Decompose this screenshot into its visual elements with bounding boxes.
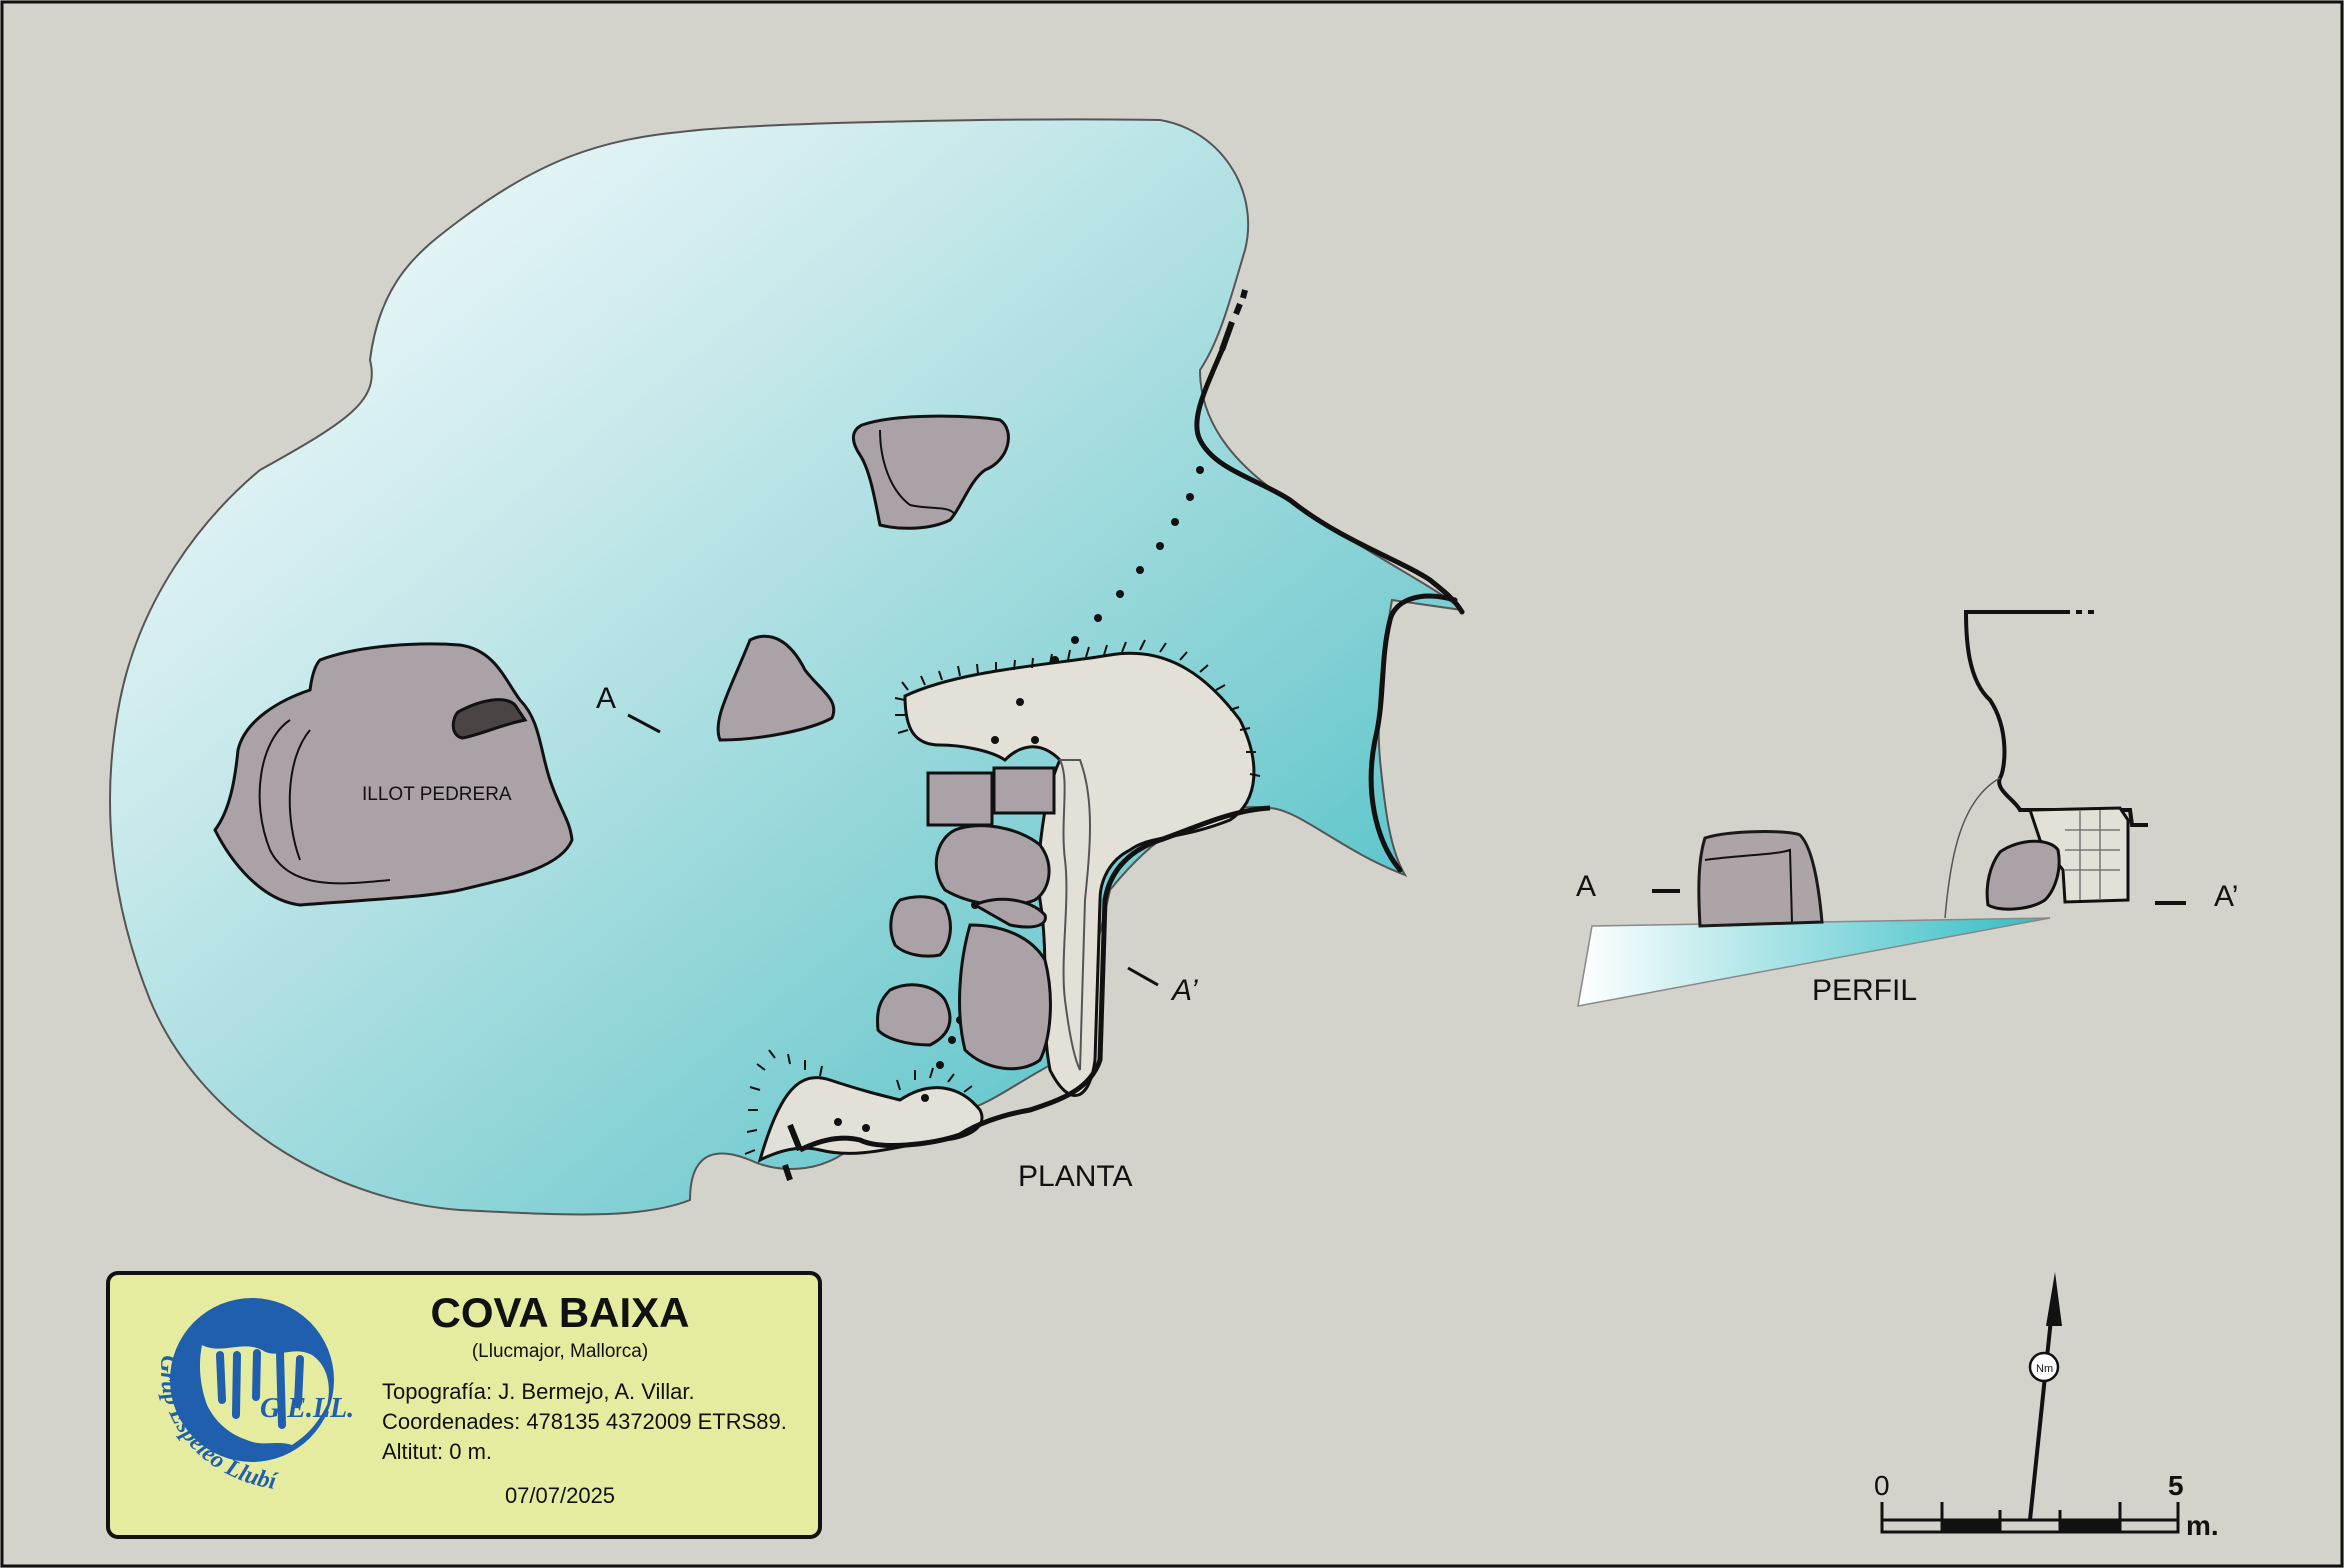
altitude: Altitut: 0 m. xyxy=(382,1439,493,1464)
scale-bar: 0 5 m. xyxy=(1874,1470,2219,1541)
profile-hatch xyxy=(2065,810,2120,900)
gell-logo-icon: G.E.LL. Grup Espeleo Llubí xyxy=(155,1298,354,1495)
survey-date: 07/07/2025 xyxy=(504,1483,616,1508)
north-label: Nm xyxy=(2036,1363,2053,1375)
scale-unit-label: m. xyxy=(2186,1510,2219,1541)
section-line-a xyxy=(627,713,661,734)
map-title: COVA BAIXA xyxy=(430,1289,690,1336)
bottom-wall-dashes xyxy=(782,1123,803,1181)
land-inner-line xyxy=(1058,759,1091,1071)
profile-boulder xyxy=(1985,839,2061,911)
profile-thin-line xyxy=(1944,777,2001,919)
plan-label: PLANTA xyxy=(1018,1160,1132,1193)
islet-label: ILLOT PEDRERA xyxy=(362,784,512,805)
scale-end-label: 5 xyxy=(2168,1470,2184,1501)
cave-wall-passage xyxy=(798,805,1271,1153)
section-a-prime-label: A’ xyxy=(1170,974,1199,1007)
scale-start-label: 0 xyxy=(1874,1470,1890,1501)
rock-cluster xyxy=(876,766,1056,1071)
profile-wall xyxy=(1963,610,2148,827)
rock-top xyxy=(852,414,1010,530)
profile-rock-edge xyxy=(1704,848,1793,923)
survey-credit: Topografía: J. Bermejo, A. Villar. xyxy=(382,1379,695,1404)
title-block: G.E.LL. Grup Espeleo Llubí COVA BAIXA (L… xyxy=(106,1271,822,1539)
cave-wall-right xyxy=(1194,347,1465,873)
profile-a-label: A xyxy=(1576,870,1596,903)
map-subtitle: (Llucmajor, Mallorca) xyxy=(471,1341,649,1362)
logo-name: G.E.LL. xyxy=(260,1393,354,1424)
illot-inner-line xyxy=(258,719,391,885)
illot-dark-rock xyxy=(451,698,528,740)
coordinates: Coordenades: 478135 4372009 ETRS89. xyxy=(382,1409,787,1434)
profile-label: PERFIL xyxy=(1812,974,1917,1007)
section-a-label: A xyxy=(596,682,616,715)
profile-a-prime-label: A’ xyxy=(2214,880,2238,913)
section-line-a-prime xyxy=(1127,966,1159,987)
profile-rock xyxy=(1697,830,1824,928)
rock-a xyxy=(716,634,836,742)
north-arrow-icon: Nm xyxy=(2028,1272,2062,1521)
wall-dashes-top xyxy=(1219,289,1248,352)
cliff-hatch xyxy=(744,639,1261,1155)
rock-top-edge xyxy=(879,429,956,516)
